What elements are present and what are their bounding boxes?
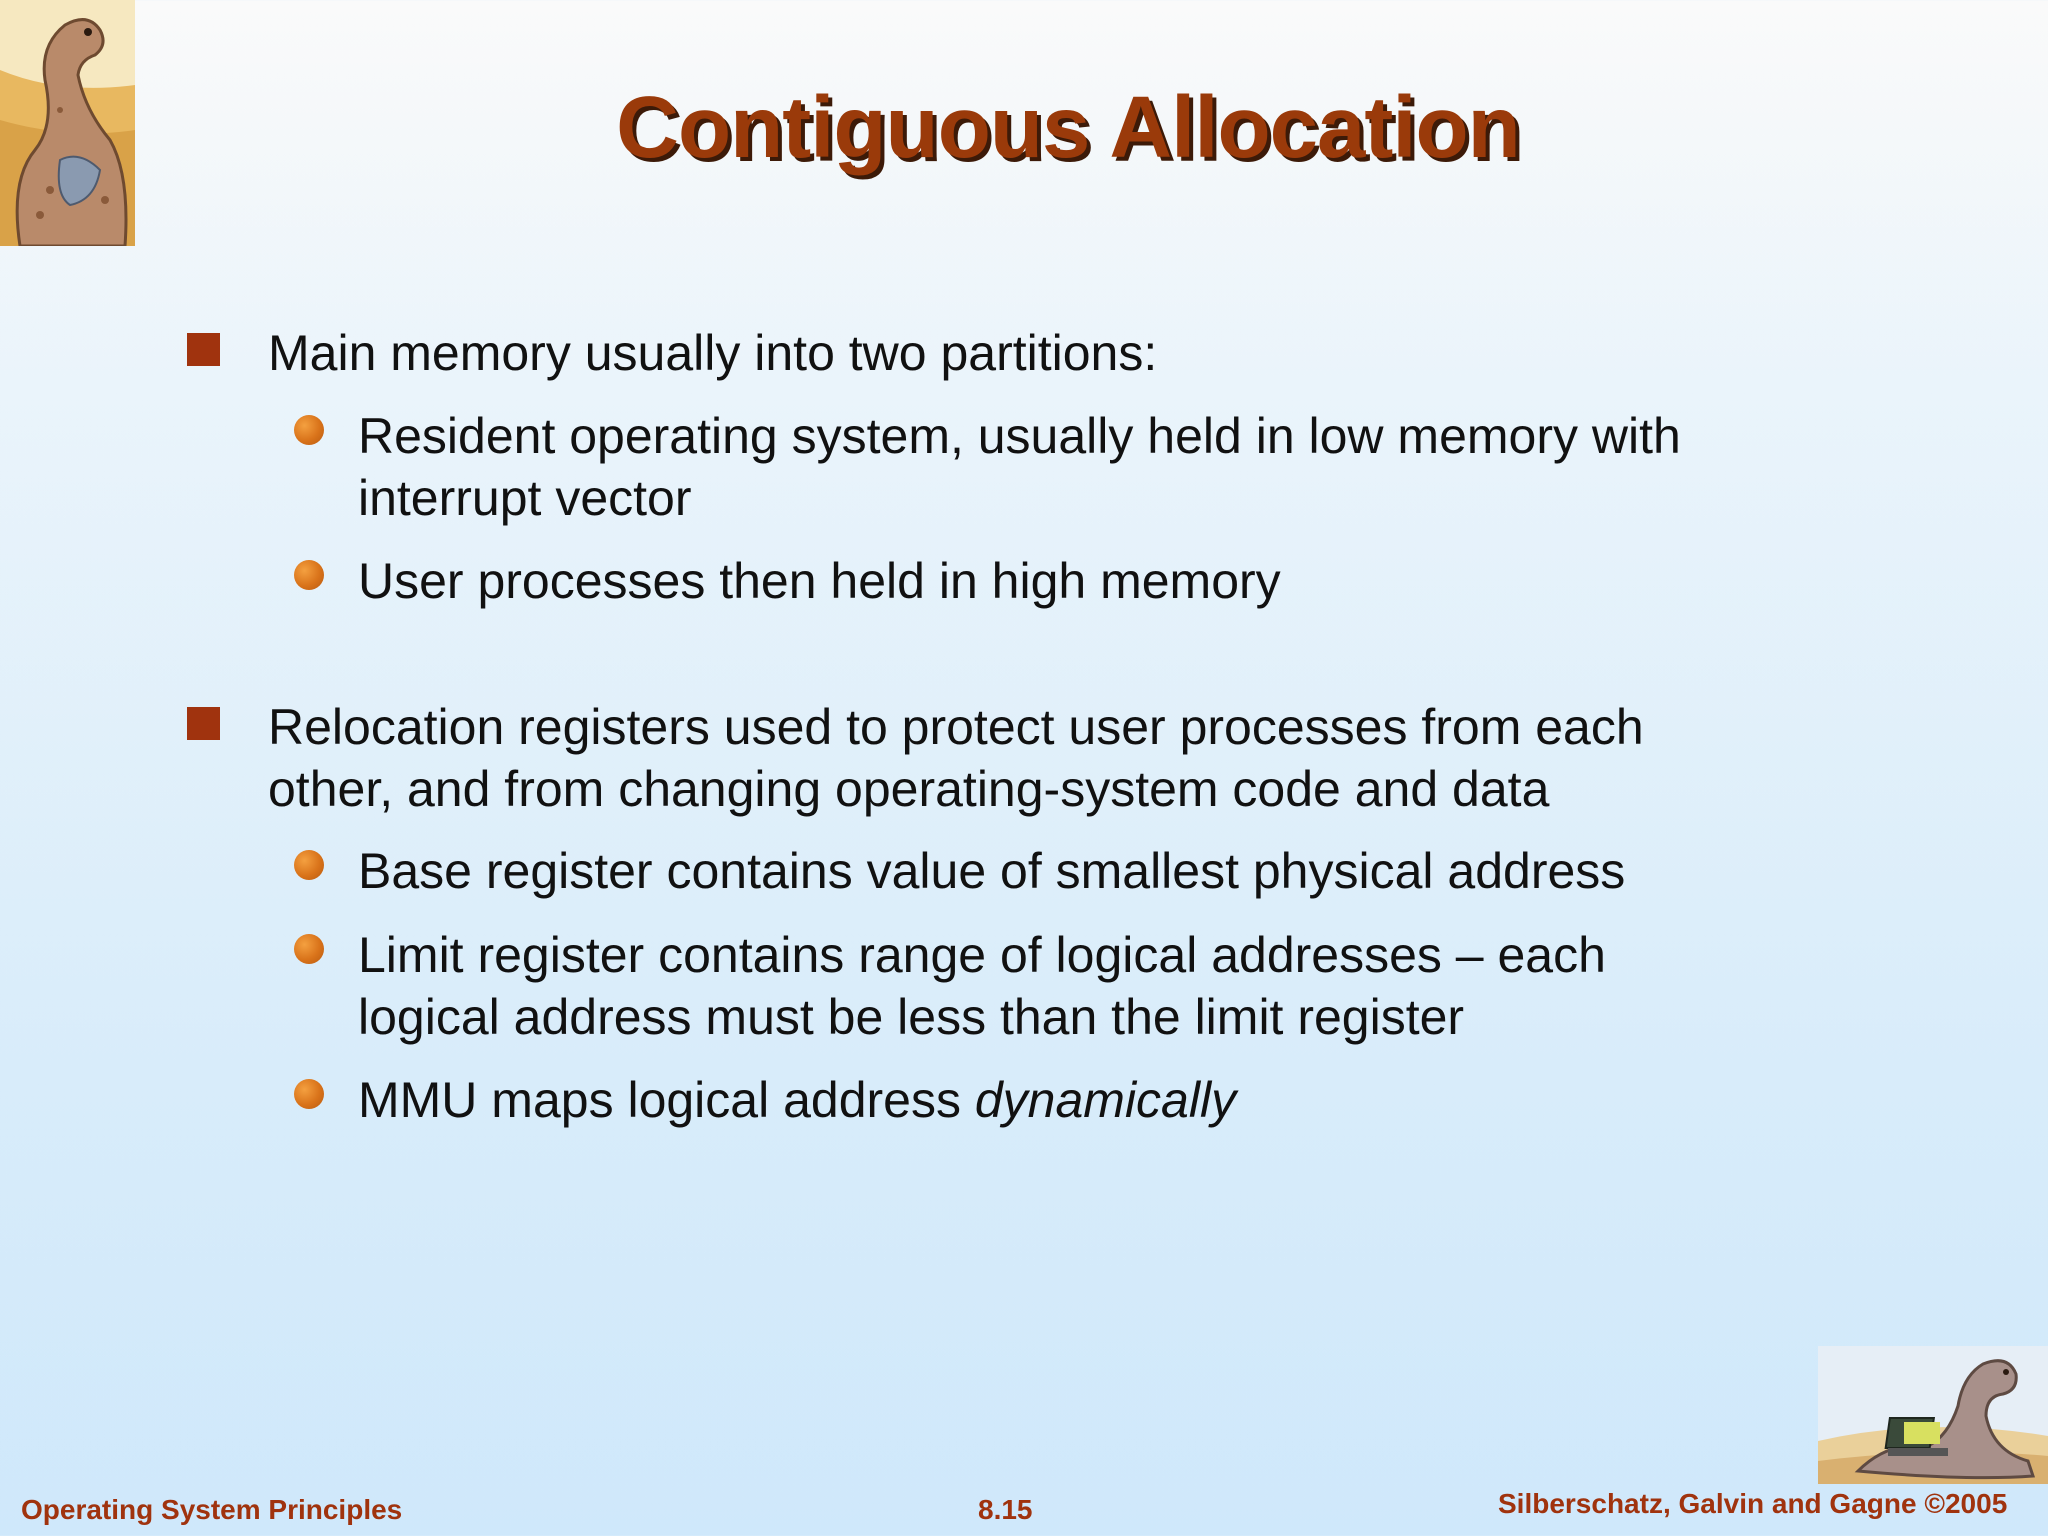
sub-list-item: Base register contains value of smallest…	[358, 840, 1778, 902]
list-item: Relocation registers used to protect use…	[268, 696, 1768, 820]
round-bullet-icon	[294, 415, 324, 445]
sub-list-item-line: interrupt vector	[358, 470, 692, 526]
round-bullet-icon	[294, 850, 324, 880]
sub-list-item-line: Limit register contains range of logical…	[358, 927, 1606, 983]
sub-list-item-line: logical address must be less than the li…	[358, 989, 1465, 1045]
round-bullet-icon	[294, 934, 324, 964]
page-title: Contiguous Allocation	[616, 79, 1521, 176]
list-item-line: Relocation registers used to protect use…	[268, 699, 1644, 755]
dinosaur-reading-icon	[0, 0, 135, 246]
round-bullet-icon	[294, 560, 324, 590]
footer-copyright: Silberschatz, Galvin and Gagne ©2005	[1498, 1488, 2008, 1519]
footer-slide-number: 8.15	[978, 1494, 1033, 1525]
sub-list-item: MMU maps logical address dynamically	[358, 1069, 1778, 1131]
sub-list-item: Limit register contains range of logical…	[358, 924, 1778, 1048]
list-item: Main memory usually into two partitions:	[268, 322, 1768, 384]
sub-list-item-text: MMU maps logical address	[358, 1072, 975, 1128]
round-bullet-icon	[294, 1079, 324, 1109]
list-item-text: Main memory usually into two partitions:	[268, 325, 1158, 381]
sub-list-item-line: Resident operating system, usually held …	[358, 408, 1681, 464]
sub-list-item: User processes then held in high memory	[358, 550, 1778, 612]
sub-list-item-line: User processes then held in high memory	[358, 553, 1281, 609]
square-bullet-icon	[187, 333, 220, 366]
emphasis-text: dynamically	[974, 1072, 1237, 1128]
footer-course-name: Operating System Principles	[21, 1494, 403, 1525]
list-item-line: other, and from changing operating-syste…	[268, 761, 1550, 817]
sub-list-item: Resident operating system, usually held …	[358, 405, 1778, 529]
dinosaur-laptop-icon	[1818, 1346, 2048, 1484]
sub-list-item-line: Base register contains value of smallest…	[358, 843, 1626, 899]
square-bullet-icon	[187, 707, 220, 740]
